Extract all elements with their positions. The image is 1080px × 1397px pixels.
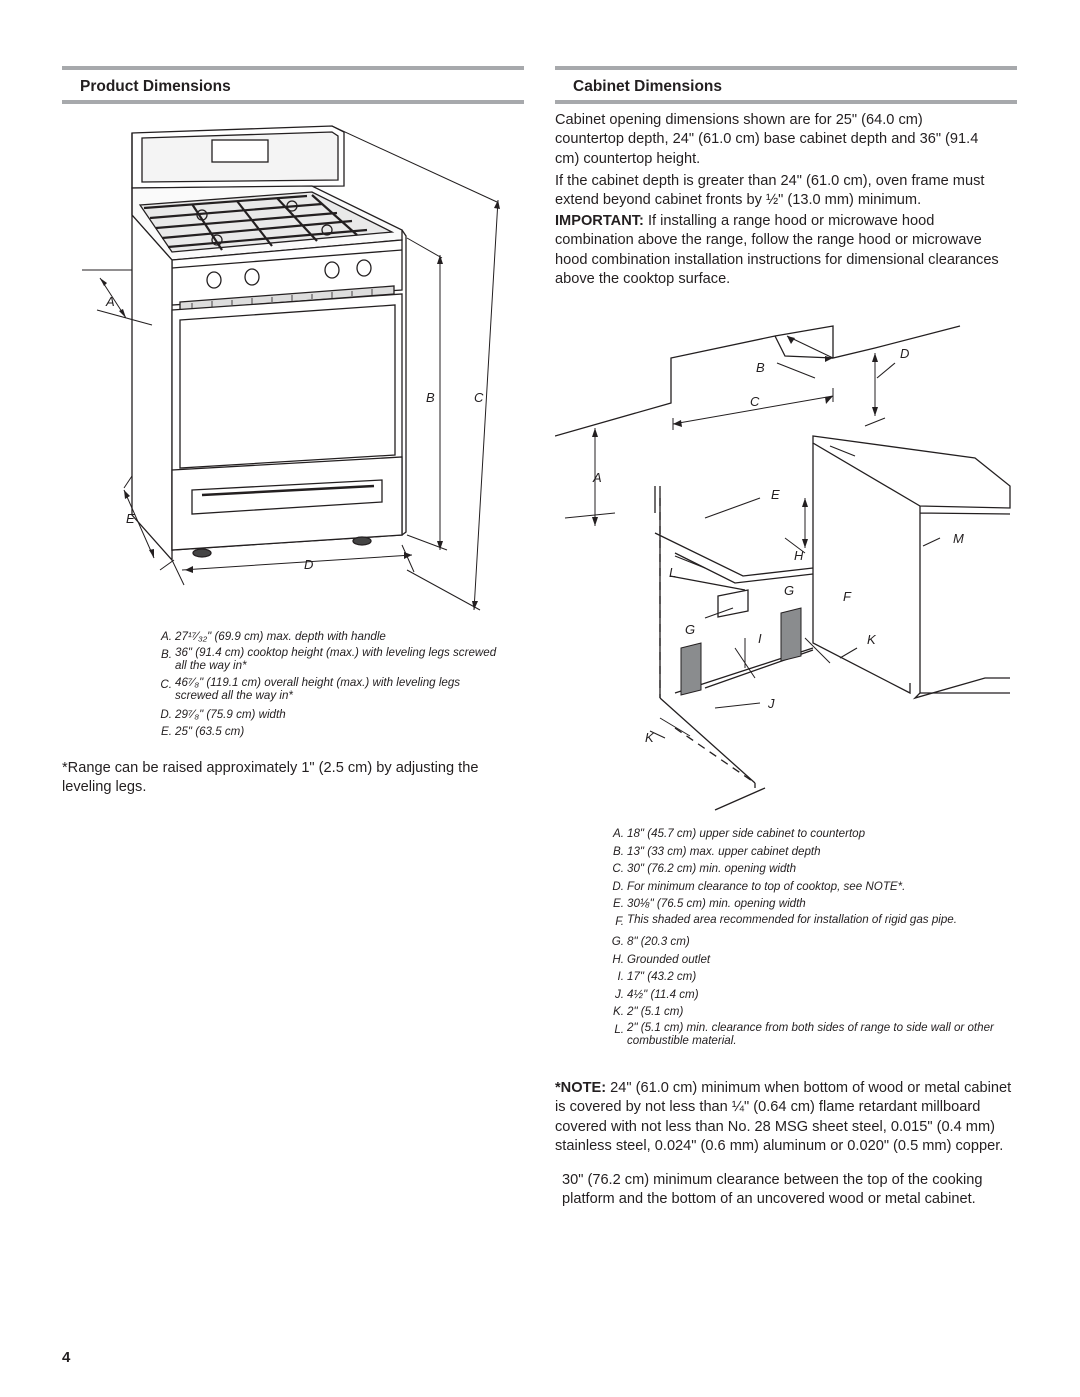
cabinet-label-c: C — [750, 394, 760, 409]
range-label-c: C — [474, 390, 484, 405]
cabinet-legend-item: H.Grounded outlet — [612, 952, 711, 966]
cabinet-depth-note: If the cabinet depth is greater than 24"… — [555, 173, 985, 209]
product-legend-item: E.25" (63.5 cm) — [161, 725, 245, 738]
cabinet-legend-item: C.30" (76.2 cm) min. opening width — [612, 862, 797, 875]
cabinet-legend-item: J.4½" (11.4 cm) — [614, 987, 699, 1001]
range-label-d: D — [304, 557, 313, 572]
cabinet-note: *NOTE: 24" (61.0 cm) minimum when bottom… — [555, 1080, 1012, 1154]
cabinet-label-e: E — [771, 487, 780, 502]
cabinet-legend-item: E.30⅛" (76.5 cm) min. opening width — [613, 897, 806, 910]
cabinet-label-k-left: K — [645, 730, 655, 745]
cabinet-important: IMPORTANT: If installing a range hood or… — [555, 213, 999, 287]
cabinet-label-i: I — [758, 631, 762, 646]
product-legend: A.27¹⁷⁄₃₂" (69.9 cm) max. depth with han… — [158, 628, 498, 741]
cabinet-legend-item: A.18" (45.7 cm) upper side cabinet to co… — [613, 827, 866, 840]
cabinet-legend-item: D.For minimum clearance to top of cookto… — [612, 879, 906, 893]
product-dimensions-heading: Product Dimensions — [80, 78, 231, 95]
cabinet-illustration: A B C D E F G G H I J K K L M — [555, 325, 1011, 811]
cabinet-label-b: B — [756, 360, 765, 375]
range-label-e: E — [126, 511, 135, 526]
cabinet-label-g-left: G — [685, 622, 695, 637]
cabinet-label-a: A — [592, 470, 602, 485]
cabinet-legend-item: F.This shaded area recommended for insta… — [615, 912, 957, 928]
page-number: 4 — [62, 1349, 71, 1366]
cabinet-legend-item: K.2" (5.1 cm) — [613, 1005, 684, 1018]
cabinet-legend-item: G.8" (20.3 cm) — [611, 935, 690, 948]
cabinet-label-k-right: K — [867, 632, 877, 647]
cabinet-legend-item: B.13" (33 cm) max. upper cabinet depth — [613, 844, 821, 858]
cabinet-label-d: D — [900, 346, 909, 361]
cabinet-intro: Cabinet opening dimensions shown are for… — [555, 112, 979, 167]
cabinet-label-h: H — [794, 548, 804, 563]
cabinet-label-f: F — [843, 589, 852, 604]
cabinet-clearance: 30" (76.2 cm) minimum clearance between … — [562, 1172, 983, 1208]
range-illustration: A B C E D — [82, 125, 500, 611]
range-label-a: A — [105, 294, 115, 309]
product-legend-item: D.29⁷⁄₈" (75.9 cm) width — [160, 707, 286, 721]
product-legend-item: C.46⁷⁄₈" (119.1 cm) overall height (max.… — [160, 675, 461, 702]
cabinet-dimensions-header: Cabinet Dimensions — [555, 66, 1017, 104]
cabinet-legend: A.18" (45.7 cm) upper side cabinet to co… — [610, 825, 1005, 1047]
cabinet-label-g-right: G — [784, 583, 794, 598]
cabinet-legend-item: I.17" (43.2 cm) — [617, 970, 697, 983]
cabinet-legend-item: L.2" (5.1 cm) min. clearance from both s… — [614, 1020, 994, 1047]
cabinet-dimensions-heading: Cabinet Dimensions — [573, 78, 722, 95]
cabinet-label-m: M — [953, 531, 964, 546]
product-legend-item: A.27¹⁷⁄₃₂" (69.9 cm) max. depth with han… — [161, 630, 386, 643]
product-dimensions-header: Product Dimensions — [62, 66, 524, 104]
cabinet-label-l: L — [669, 565, 676, 580]
product-legend-item: B.36" (91.4 cm) cooktop height (max.) wi… — [161, 645, 497, 672]
cabinet-label-j: J — [767, 696, 775, 711]
range-label-b: B — [426, 390, 435, 405]
product-footnote: *Range can be raised approximately 1" (2… — [62, 760, 479, 796]
